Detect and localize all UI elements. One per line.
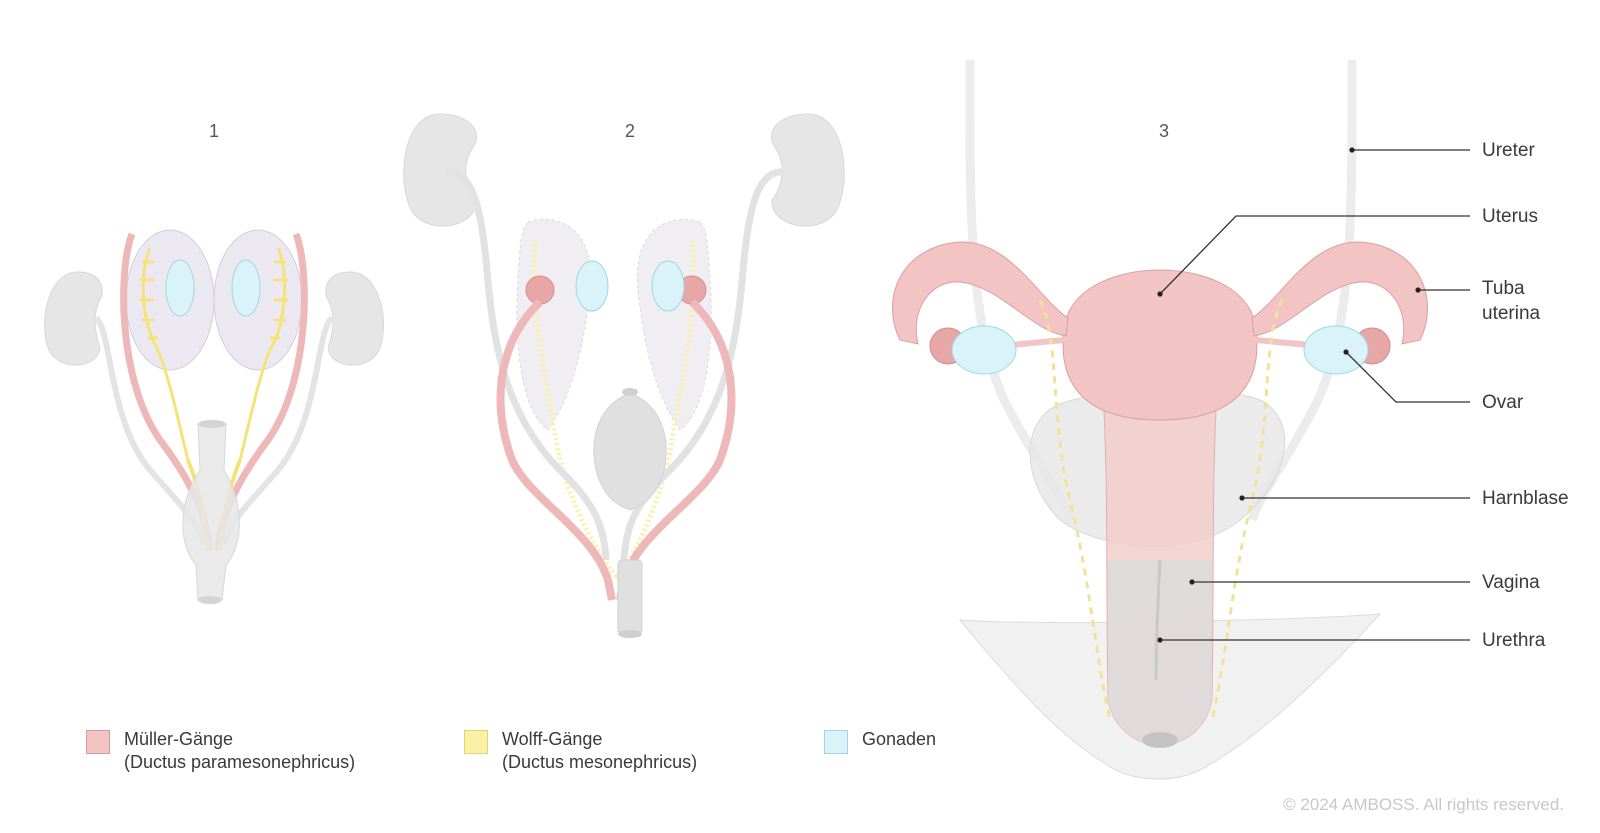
tuba-uterina-right <box>1251 241 1428 345</box>
label-uterus: Uterus <box>1482 206 1538 227</box>
leader-ovar <box>1345 351 1470 403</box>
fimbria-left <box>525 275 555 305</box>
sinus-top-opening <box>198 420 226 428</box>
legend-title-mueller: Müller-Gänge <box>124 729 234 749</box>
wolff-remnant-left <box>1038 299 1112 721</box>
legend-swatch-mueller <box>86 730 110 754</box>
dot-urethra <box>1157 637 1163 643</box>
wolff-remnant-right <box>1210 299 1284 721</box>
kidney-right <box>771 113 845 227</box>
dot-ovar <box>1343 349 1349 355</box>
panel-number-1: 1 <box>209 121 219 141</box>
kidney-right <box>325 271 384 366</box>
label-harnblase: Harnblase <box>1482 488 1569 509</box>
legend-swatch-gonaden <box>824 730 848 754</box>
legend-item-wolff: Wolff-Gänge (Ductus mesonephricus) <box>464 728 697 774</box>
sinus-bottom-opening <box>198 596 222 604</box>
labels <box>1159 149 1470 641</box>
gonad-right <box>231 259 261 317</box>
label-tuba-line1: Tuba <box>1482 278 1525 299</box>
urogenital-sinus <box>617 559 643 635</box>
urethra <box>1154 559 1162 681</box>
urogenital-sinus <box>182 423 240 601</box>
ovary-right <box>1303 325 1369 375</box>
legend-subtitle-mueller: (Ductus paramesonephricus) <box>124 752 356 772</box>
label-urethra: Urethra <box>1482 630 1546 651</box>
wolff-tubules-left <box>140 247 190 461</box>
label-ureter: Ureter <box>1482 140 1535 161</box>
legend-item-mueller: Müller-Gänge (Ductus paramesonephricus) <box>86 728 355 774</box>
bladder-top <box>622 388 638 396</box>
label-ovar: Ovar <box>1482 392 1524 413</box>
ovary-left <box>951 325 1017 375</box>
wolff-tubules-right <box>238 247 288 461</box>
bladder <box>593 393 667 511</box>
sinus-bottom-opening <box>618 630 642 638</box>
kidney-left <box>403 113 477 227</box>
dot-harnblase <box>1239 495 1245 501</box>
gonad-left <box>575 260 609 312</box>
dot-vagina <box>1189 579 1195 585</box>
vaginal-orifice <box>1142 732 1178 748</box>
uterus <box>1062 269 1258 421</box>
label-vagina: Vagina <box>1482 572 1540 593</box>
dot-ureter <box>1349 147 1355 153</box>
gonad-left <box>165 259 195 317</box>
vagina-lower-fade <box>1108 560 1212 745</box>
tuba-uterina-left <box>892 241 1069 345</box>
mesonephros-right <box>636 218 712 431</box>
panel-number-3: 3 <box>1159 121 1169 141</box>
mueller-duct-left <box>496 299 616 601</box>
mesonephros-left <box>516 218 592 431</box>
legend-title-wolff: Wolff-Gänge <box>502 729 603 749</box>
leader-dots <box>1157 147 1421 643</box>
legend-title-gonaden: Gonaden <box>862 729 937 749</box>
legend-subtitle-wolff: (Ductus mesonephricus) <box>502 752 698 772</box>
legend-swatch-wolff <box>464 730 488 754</box>
mueller-duct-right <box>616 299 736 601</box>
panel-number-2: 2 <box>625 121 635 141</box>
copyright-notice: © 2024 AMBOSS. All rights reserved. <box>1283 795 1564 814</box>
dot-uterus <box>1157 291 1163 297</box>
panel-3-final-stage: 3 <box>892 59 1428 780</box>
panel-1-early-stage: 1 <box>44 121 384 604</box>
kidney-left <box>44 271 103 366</box>
gonad-right <box>651 260 685 312</box>
leader-uterus <box>1159 215 1470 295</box>
legend-item-gonaden: Gonaden <box>824 728 936 754</box>
dot-tuba-uterina <box>1415 287 1421 293</box>
label-tuba-line2: uterina <box>1482 303 1541 324</box>
panel-2-intermediate-stage: 2 <box>403 113 845 638</box>
